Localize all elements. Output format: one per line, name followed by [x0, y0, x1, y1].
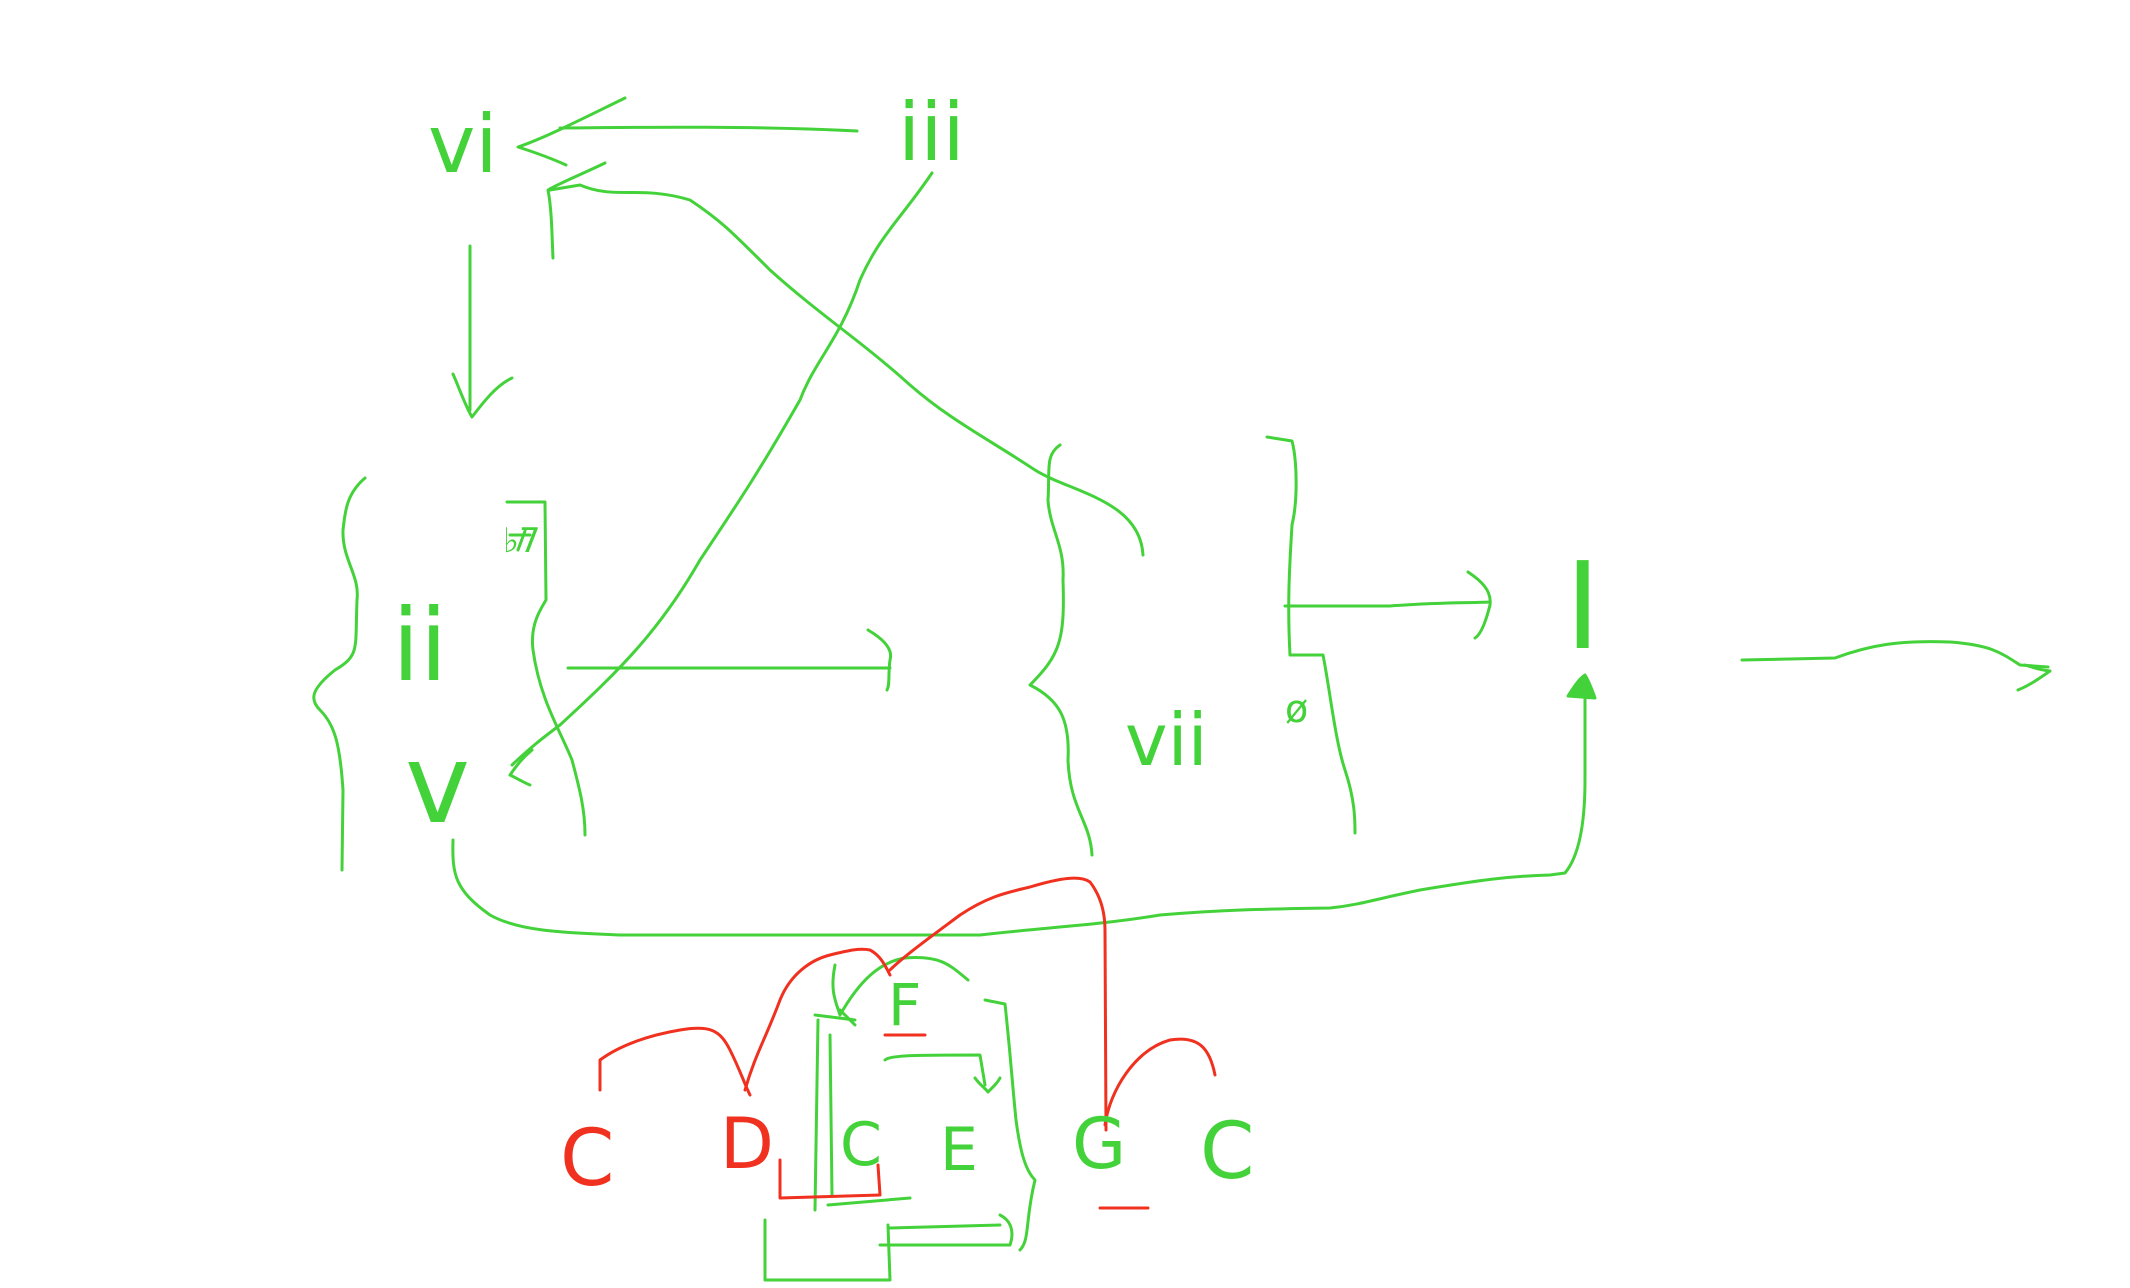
flat7-mark: [508, 529, 532, 552]
label-vi: vi: [428, 98, 498, 191]
cluster-left-rail: [813, 1018, 820, 1212]
labels: vi iii ii v ♭7 vii ø I C D C F E G C: [392, 86, 1600, 1210]
label-note-c-left: C: [560, 1114, 614, 1204]
bracket-right-vii: [1265, 435, 1357, 835]
arrow-vii-to-i-head: [1466, 570, 1492, 640]
cluster-bottom-arrow: [888, 1223, 1002, 1230]
arrow-vii-to-i: [1283, 600, 1492, 608]
label-note-d: D: [720, 1103, 774, 1185]
arrow-vii-to-vi-head: [546, 161, 607, 260]
arrow-vii-to-vi: [548, 183, 1145, 557]
brace-left-ii-v: [312, 476, 367, 872]
red-arc-g-to-c: [1103, 1037, 1217, 1127]
cluster-left-lines: [826, 1033, 912, 1207]
cluster-left-arrow: [813, 1008, 857, 1027]
cluster-bottom-box: [763, 1218, 892, 1282]
cluster-top-arc: [831, 955, 970, 1017]
curve-v-to-i-head: [1566, 673, 1597, 700]
curve-v-to-i: [451, 693, 1587, 937]
brace-left-vii: [1028, 443, 1094, 857]
label-ii: ii: [392, 587, 448, 704]
label-iii: iii: [898, 86, 965, 179]
red-arc-f-to-g: [888, 876, 1108, 1132]
label-v: v: [405, 720, 470, 848]
green-strokes: [312, 96, 2052, 1282]
label-note-f: F: [888, 971, 921, 1039]
arrow-iii-to-vi: [558, 125, 859, 133]
cluster-f-right-rail: [983, 998, 1037, 1252]
arrow-vi-down-head: [451, 372, 514, 419]
cluster-f-down: [883, 1053, 987, 1087]
bracket-right-ii-v: [505, 500, 587, 837]
arrow-i-continue-head: [2016, 663, 2052, 692]
label-flat7: ♭7: [503, 521, 541, 561]
label-note-c-right: C: [1200, 1107, 1254, 1197]
red-arc-c-to-d: [598, 1026, 752, 1097]
cluster-bottom-rail: [878, 1213, 1014, 1247]
arrow-ii-to-right-head: [866, 628, 893, 692]
arrow-iii-to-vi-head: [516, 96, 627, 167]
arrow-i-continue: [1740, 640, 2050, 669]
arrow-iii-to-v: [510, 171, 934, 767]
label-vii: vii: [1125, 698, 1208, 782]
label-note-e: E: [940, 1115, 978, 1185]
cluster-f-down-head: [973, 1076, 1002, 1094]
red-arc-d-to-f: [743, 947, 892, 1092]
arrow-iii-to-v-head: [508, 748, 534, 787]
label-dim: ø: [1285, 687, 1308, 731]
label-I: I: [1565, 538, 1600, 677]
red-strokes: [598, 876, 1217, 1200]
label-note-c-mid: C: [840, 1110, 882, 1180]
label-note-g: G: [1072, 1103, 1126, 1185]
red-bracket-under-d: [778, 1158, 882, 1200]
